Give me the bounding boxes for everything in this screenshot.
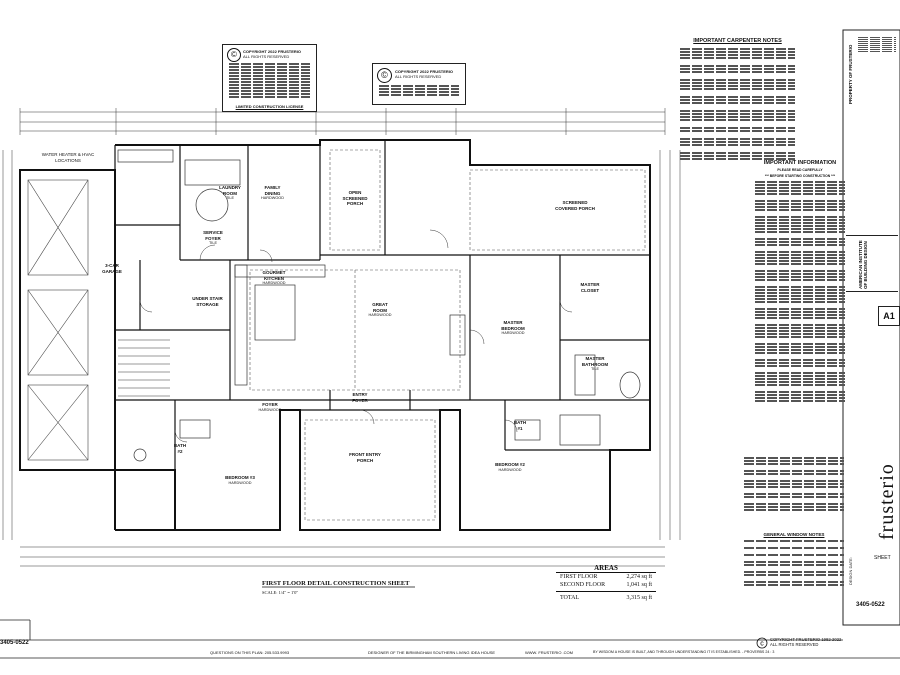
copyright-notice-block: © COPYRIGHT 2022 FRUSTERIO ALL RIGHTS RE… xyxy=(372,63,466,105)
family-dining-floor: HARDWOOD xyxy=(261,196,284,200)
master-bath-floor: TILE xyxy=(590,367,600,371)
bedroom-2-floor: HARDWOOD xyxy=(498,467,522,472)
room-garage: 3-CAR GARAGE xyxy=(102,263,122,274)
water-heater-note: WATER HEATER & HVAC LOCATIONS xyxy=(41,152,95,163)
laundry-name: LAUNDRY ROOM xyxy=(219,185,241,196)
copyright-license-block: © COPYRIGHT 2022 FRUSTERIO ALL RIGHTS RE… xyxy=(222,44,317,112)
service-foyer-name: SERVICE FOYER xyxy=(203,230,223,241)
copyright-icon: © xyxy=(227,48,241,62)
family-dining-name: FAMILY DINING xyxy=(264,185,281,196)
footer-questions: QUESTIONS ON THIS PLAN: 205.533.9993 xyxy=(210,650,290,655)
area-total-value: 3,315 sq ft xyxy=(626,594,653,601)
general-window-notes: GENERAL WINDOW NOTES xyxy=(744,532,844,587)
kitchen-name: GOURMET KITCHEN xyxy=(262,270,286,281)
bedroom-3-name: BEDROOM #3 xyxy=(225,475,255,480)
carpenter-notes: IMPORTANT CARPENTER NOTES xyxy=(680,38,795,161)
foyer-floor: HARDWOOD xyxy=(258,407,282,412)
area-label: SECOND FLOOR xyxy=(560,582,606,588)
carpenter-notes-title: IMPORTANT CARPENTER NOTES xyxy=(693,38,782,44)
plan-number-right: 3405-0522 xyxy=(856,602,885,608)
sheet-label: SHEET xyxy=(874,555,891,561)
info-sub-2: *** BEFORE STARTING CONSTRUCTION *** xyxy=(764,174,836,179)
copyright-1-sub: ALL RIGHTS RESERVED xyxy=(243,54,290,59)
bottom-copyright: COPYRIGHT FRUSTERIO 1982-2022 ALL RIGHTS… xyxy=(770,637,845,647)
service-foyer-floor: TILE xyxy=(208,241,218,245)
copyright-icon: © xyxy=(377,68,392,83)
areas-title: AREAS xyxy=(594,564,618,572)
area-value: 1,041 sq ft xyxy=(626,582,653,588)
info-title: IMPORTANT INFORMATION xyxy=(763,160,837,166)
design-date-label: DESIGN DATE: xyxy=(848,557,853,585)
window-notes-title: GENERAL WINDOW NOTES xyxy=(763,532,825,537)
room-open-screened-porch: OPEN SCREENED PORCH xyxy=(342,190,368,206)
sheet-title: FIRST FLOOR DETAIL CONSTRUCTION SHEET xyxy=(262,580,410,587)
title-block-property: PROPERTY OF FRUSTERIO xyxy=(846,34,898,104)
areas-block: AREAS FIRST FLOOR 2,274 sq ft SECOND FLOO… xyxy=(556,564,656,602)
copyright-2-body xyxy=(379,84,459,97)
plan-number-left: 3405-0522 xyxy=(0,640,29,646)
copyright-2-title: COPYRIGHT 2022 FRUSTERIO xyxy=(395,69,454,74)
room-screened-covered-porch: SCREENED COVERED PORCH xyxy=(555,200,595,211)
firm-name: AMERICAN INSTITUTE OF BUILDING DESIGN xyxy=(858,240,868,289)
copyright-1-body xyxy=(229,62,310,99)
room-entry-foyer: ENTRY FOYER xyxy=(352,392,368,403)
property-label: PROPERTY OF FRUSTERIO xyxy=(848,44,853,104)
room-front-entry-porch: FRONT ENTRY PORCH xyxy=(349,452,381,463)
great-room-floor: HARDWOOD xyxy=(368,313,392,317)
area-row: SECOND FLOOR 1,041 sq ft xyxy=(556,581,656,589)
svg-text:c: c xyxy=(760,641,764,648)
info-sub-1: PLEASE READ CAREFULLY xyxy=(777,168,823,172)
master-bedroom-floor: HARDWOOD xyxy=(501,331,525,335)
misc-notes xyxy=(744,456,844,512)
laundry-floor: TILE xyxy=(225,196,235,200)
area-row: FIRST FLOOR 2,274 sq ft xyxy=(556,573,656,582)
areas-table: FIRST FLOOR 2,274 sq ft SECOND FLOOR 1,041… xyxy=(556,572,656,602)
copyright-2-sub: ALL RIGHTS RESERVED xyxy=(395,74,442,79)
room-master-closet: MASTER CLOSET xyxy=(580,282,600,293)
firm-block: AMERICAN INSTITUTE OF BUILDING DESIGN xyxy=(846,235,898,292)
bottom-copyright-line1: COPYRIGHT FRUSTERIO 1982-2022 xyxy=(770,637,842,642)
footer-website: WWW. FRUSTERIO .COM xyxy=(525,650,573,655)
copyright-1-title: COPYRIGHT 2022 FRUSTERIO xyxy=(243,49,302,54)
footer-proverb: BY WISDOM A HOUSE IS BUILT, AND THROUGH … xyxy=(593,650,775,654)
area-total-row: TOTAL 3,315 sq ft xyxy=(556,594,656,602)
bottom-copyright-line2: ALL RIGHTS RESERVED xyxy=(770,642,819,647)
room-bath-2: BATH #2 xyxy=(173,443,187,454)
footer-designer: DESIGNER OF THE BIRMINGHAM SOUTHERN LIVI… xyxy=(368,650,496,655)
area-total-label: TOTAL xyxy=(560,594,580,601)
room-under-stair-storage: UNDER STAIR STORAGE xyxy=(192,296,223,307)
master-bedroom-name: MASTER BEDROOM xyxy=(501,320,525,331)
copyright-icon: c xyxy=(756,636,770,650)
great-room-name: GREAT ROOM xyxy=(372,302,388,313)
sheet-scale: SCALE: 1/4" = 1'0" xyxy=(262,590,299,595)
sheet-id: A1 xyxy=(878,306,900,326)
room-bath-1: BATH #1 xyxy=(513,420,527,431)
kitchen-floor: HARDWOOD xyxy=(262,281,286,285)
bedroom-3-floor: HARDWOOD xyxy=(228,480,252,485)
master-bath-name: MASTER BATHROOM xyxy=(581,356,609,367)
bedroom-2-name: BEDROOM #2 xyxy=(495,462,525,467)
copyright-1-footer: LIMITED CONSTRUCTION LICENSE xyxy=(235,104,304,109)
brand-logo: frusterio xyxy=(876,463,898,540)
area-label: FIRST FLOOR xyxy=(560,574,598,580)
area-value: 2,274 sq ft xyxy=(626,574,653,580)
important-information: IMPORTANT INFORMATION PLEASE READ CAREFU… xyxy=(755,160,845,403)
foyer-name: FOYER xyxy=(262,402,278,407)
